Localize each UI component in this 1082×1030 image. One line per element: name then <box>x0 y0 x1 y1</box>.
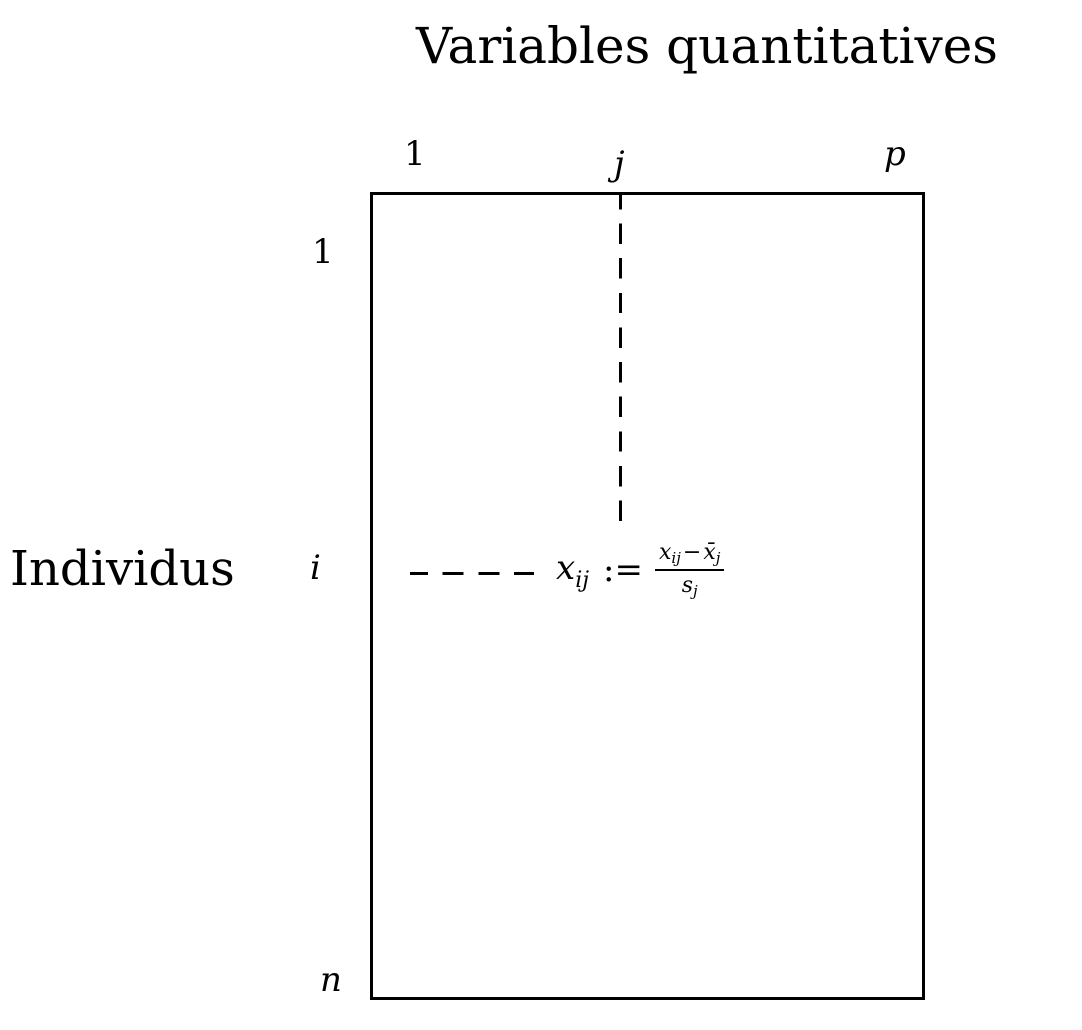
formula-operator: := <box>603 550 643 590</box>
data-matrix <box>370 192 925 1000</box>
standardization-formula: xij := xij−x̄j sj <box>556 540 725 600</box>
row-axis-title: Individus <box>10 541 235 597</box>
formula-lhs: xij <box>556 547 590 593</box>
row-index-last: n <box>320 960 342 1000</box>
formula-denominator: sj <box>681 573 698 600</box>
column-index-first: 1 <box>404 134 426 174</box>
row-index-first: 1 <box>312 232 334 272</box>
column-j-dashed-line <box>619 192 622 524</box>
diagram-title: Variables quantitatives <box>416 17 998 75</box>
formula-numerator: xij−x̄j <box>655 540 725 571</box>
column-index-middle: j <box>614 144 625 184</box>
formula-fraction: xij−x̄j sj <box>655 540 725 600</box>
row-index-middle: i <box>310 548 321 588</box>
column-index-last: p <box>884 134 906 174</box>
row-i-dashed-line <box>410 572 534 575</box>
